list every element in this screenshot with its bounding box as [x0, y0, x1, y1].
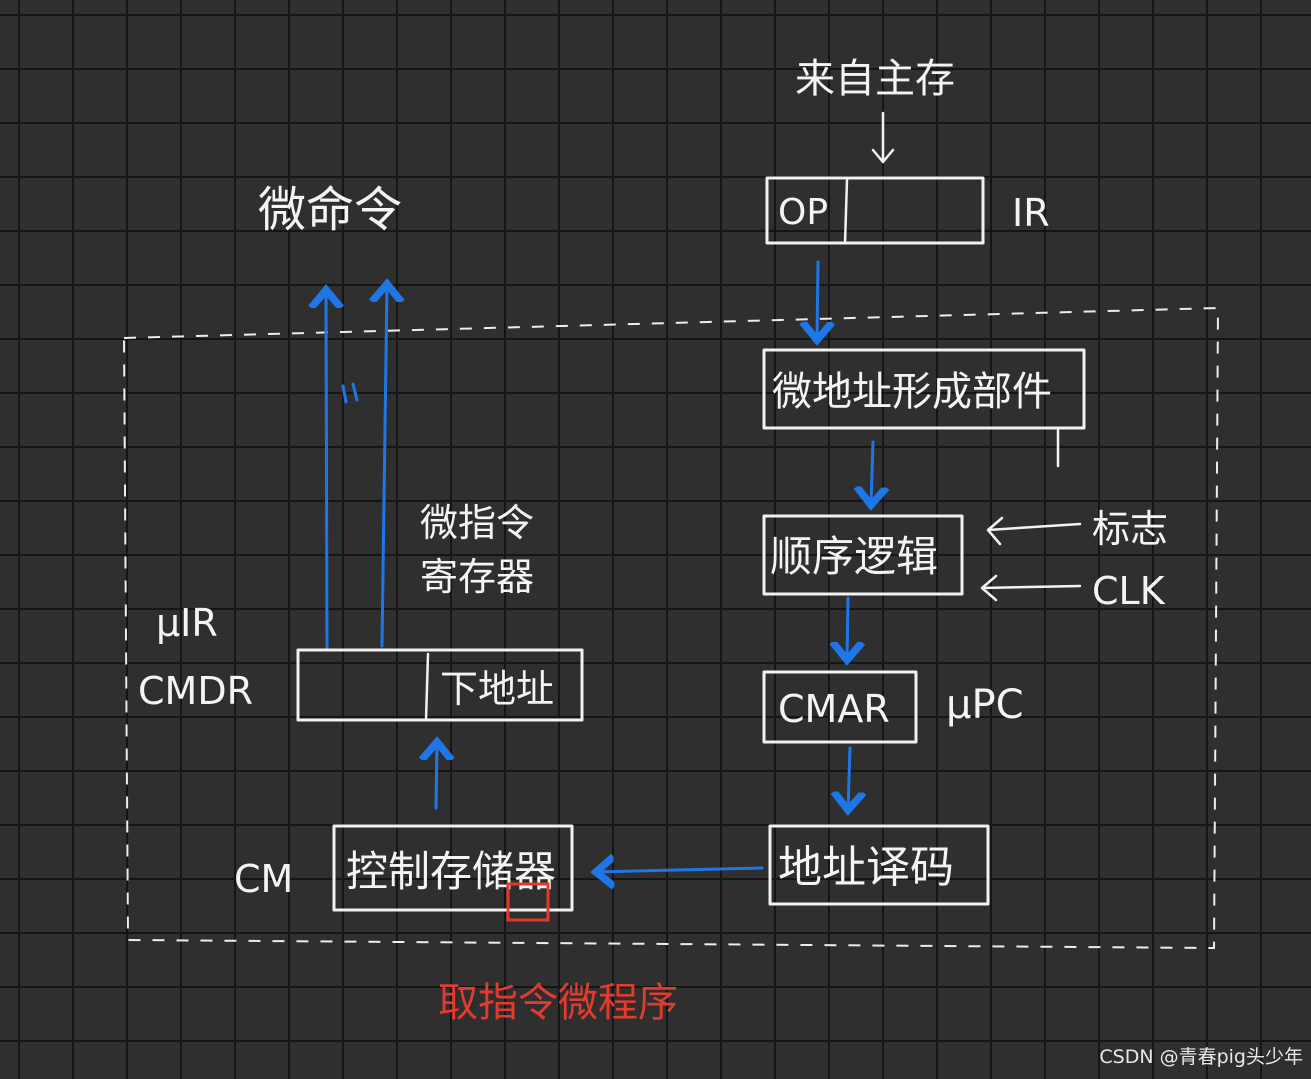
mpc-label: μPC: [946, 682, 1024, 728]
cmdr-box: [296, 648, 584, 722]
ir-divider: [843, 178, 849, 245]
address-decoder-box: [768, 824, 990, 906]
ir-to-addr-unit-arrow: [817, 260, 818, 340]
op-field-label: OP: [778, 192, 828, 233]
memory-input-arrow: [871, 111, 895, 164]
sequence-logic-label: 顺序逻辑: [770, 532, 938, 581]
next-address-label: 下地址: [440, 667, 554, 711]
decoder-to-cm-arrow: [596, 868, 764, 872]
cm-label: CM: [234, 857, 293, 901]
address-decoder-label: 地址译码: [778, 842, 954, 893]
cmdr-label: CMDR: [138, 669, 253, 713]
micro-address-unit-label: 微地址形成部件: [772, 369, 1052, 415]
control-store-label: 控制存储器: [346, 847, 556, 896]
clk-label: CLK: [1092, 569, 1166, 613]
micro-address-unit-box: [762, 348, 1086, 430]
fetch-microprogram-marker: [506, 882, 550, 922]
cmar-label: CMAR: [778, 687, 890, 731]
flag-arrow: [986, 516, 1082, 546]
watermark: CSDN @青春pig头少年: [1099, 1046, 1303, 1068]
cmar-box: [762, 670, 918, 744]
flag-label: 标志: [1092, 507, 1168, 551]
clk-arrow: [980, 574, 1082, 602]
fetch-microprogram-label: 取指令微程序: [438, 980, 678, 1026]
mir-label: μIR: [156, 601, 218, 645]
seq-to-cmar-arrow: [847, 596, 848, 660]
control-unit-boundary: [122, 306, 1220, 950]
micro-instr-reg-line1: 微指令: [420, 501, 534, 545]
micro-command-label: 微命令: [258, 182, 402, 238]
sequence-logic-box: [762, 514, 964, 596]
addr-unit-to-seq-arrow: [871, 440, 873, 505]
micro-instr-reg-line2: 寄存器: [420, 555, 534, 599]
ir-register: OP: [765, 176, 985, 245]
cmdr-divider: [424, 652, 430, 722]
control-store-box: [332, 824, 574, 912]
cmar-to-decoder-arrow: [848, 746, 850, 810]
micro-command-arrow-2: [382, 284, 387, 648]
cm-to-cmdr-arrow: [436, 742, 437, 810]
micro-command-arrow-1: [326, 290, 327, 652]
cmdr-register: 下地址: [296, 648, 584, 722]
ir-box: [765, 176, 985, 245]
ir-label: IR: [1012, 191, 1050, 235]
bus-marks: [341, 382, 359, 404]
from-main-memory-label: 来自主存: [795, 56, 955, 102]
